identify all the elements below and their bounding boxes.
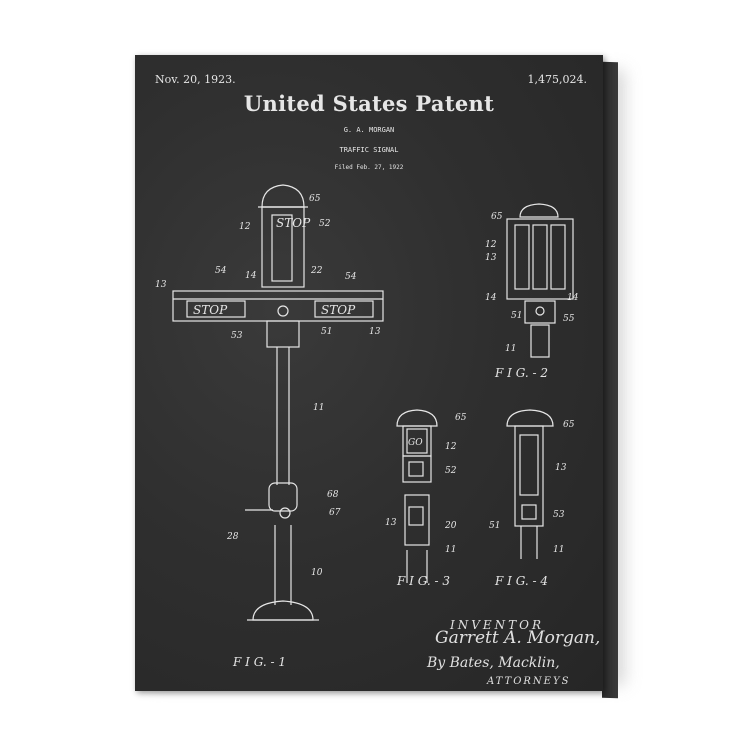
svg-text:13: 13 [485, 253, 497, 263]
figure-3: GO [397, 410, 437, 583]
svg-text:67: 67 [329, 508, 341, 518]
pole-collar [269, 483, 297, 511]
svg-text:11: 11 [313, 403, 324, 413]
svg-text:51: 51 [321, 327, 332, 337]
svg-text:13: 13 [385, 518, 397, 528]
patent-canvas-print: Nov. 20, 1923. 1,475,024. United States … [135, 55, 603, 691]
fig4-signal-box [515, 426, 543, 526]
svg-text:10: 10 [311, 568, 323, 578]
signal-hub [267, 321, 299, 347]
svg-text:51: 51 [489, 521, 500, 531]
svg-text:53: 53 [553, 510, 565, 520]
arm-left-sign: STOP [193, 303, 228, 317]
svg-text:51: 51 [511, 311, 522, 321]
svg-text:28: 28 [226, 532, 239, 542]
svg-text:14: 14 [485, 293, 497, 303]
svg-text:65: 65 [563, 420, 575, 430]
figure-2 [507, 204, 573, 357]
svg-text:11: 11 [505, 344, 516, 354]
stop-letter-s: STOP [276, 216, 311, 230]
svg-text:12: 12 [239, 222, 251, 232]
attorneys-label: ATTORNEYS [487, 676, 570, 687]
figure-4 [507, 410, 553, 559]
fig1-caption: F I G. - 1 [232, 655, 286, 669]
svg-text:65: 65 [309, 194, 321, 204]
fig2-signal-box [507, 219, 573, 299]
inventor-signature: Garrett A. Morgan, [435, 628, 600, 648]
svg-text:52: 52 [445, 466, 457, 476]
fig3-caption: F I G. - 3 [396, 574, 450, 588]
svg-text:52: 52 [319, 219, 331, 229]
attorneys-signature: By Bates, Macklin, [427, 655, 560, 671]
fig3-go-sign: GO [408, 438, 423, 448]
svg-text:11: 11 [553, 545, 564, 555]
svg-text:13: 13 [155, 280, 167, 290]
svg-text:22: 22 [310, 266, 323, 276]
svg-text:12: 12 [485, 240, 497, 250]
svg-text:68: 68 [327, 490, 339, 500]
svg-text:20: 20 [444, 521, 457, 531]
svg-text:13: 13 [555, 463, 567, 473]
arm-right-sign: STOP [321, 303, 356, 317]
svg-text:54: 54 [345, 272, 357, 282]
svg-text:14: 14 [567, 293, 579, 303]
svg-text:14: 14 [245, 271, 257, 281]
svg-text:12: 12 [445, 442, 457, 452]
svg-text:65: 65 [491, 212, 503, 222]
signal-dome [262, 185, 304, 207]
svg-text:65: 65 [455, 413, 467, 423]
svg-text:53: 53 [231, 331, 243, 341]
pole-base [253, 601, 313, 620]
figure-1: STOP STOP STOP [173, 185, 383, 620]
patent-drawing: STOP STOP STOP [135, 55, 603, 691]
svg-text:55: 55 [563, 314, 575, 324]
canvas-edge [602, 62, 618, 699]
svg-text:54: 54 [215, 266, 227, 276]
fig2-caption: F I G. - 2 [494, 366, 548, 380]
svg-text:13: 13 [369, 327, 381, 337]
fig4-caption: F I G. - 4 [494, 574, 548, 588]
svg-text:11: 11 [445, 545, 456, 555]
